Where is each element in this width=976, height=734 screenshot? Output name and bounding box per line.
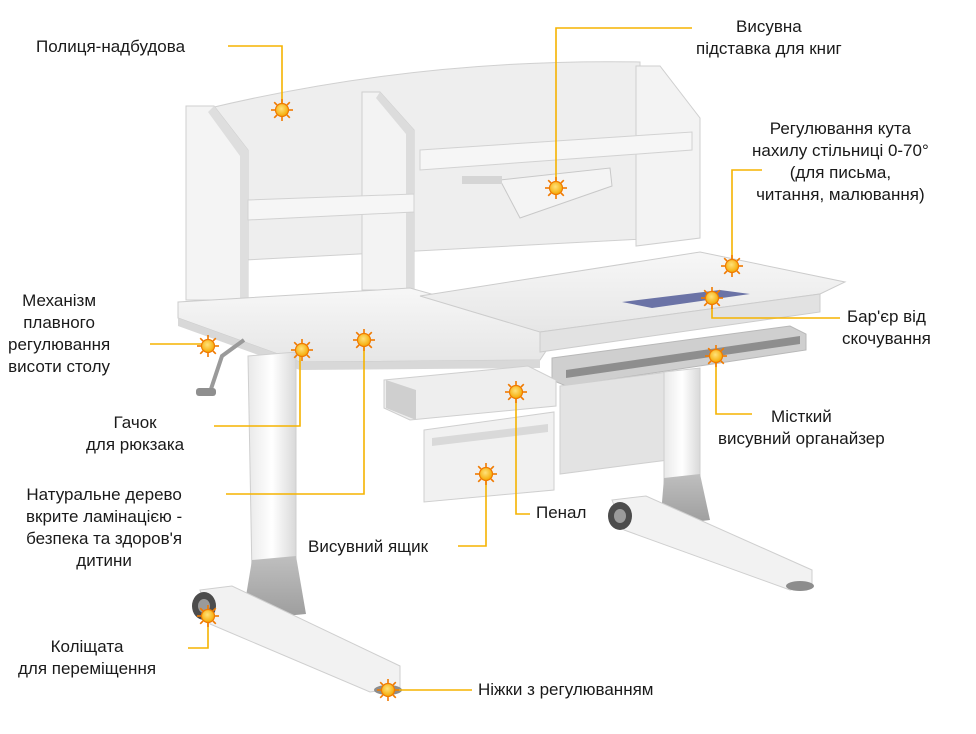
label-shelf: Полиця-надбудова [36, 37, 186, 56]
label-hook: Гачок для рюкзака [86, 413, 185, 454]
label-tilt: Регулювання кута нахилу стільниці 0-70° … [752, 119, 929, 204]
label-drawer: Висувний ящик [308, 537, 429, 556]
sun-marker-icon [290, 338, 314, 362]
label-wheels: Коліщата для переміщення [18, 637, 157, 678]
callout-line-organizer [715, 356, 752, 415]
callout-lines [150, 27, 840, 691]
callout-line-hook [214, 348, 301, 427]
label-organizer: Місткий висувний органайзер [718, 407, 885, 448]
sun-marker-icon [474, 462, 498, 486]
label-barrier: Бар'єр від скочування [842, 307, 931, 348]
callout-line-wood [226, 340, 365, 495]
sun-marker-icon [544, 176, 568, 200]
callout-line-pencil-case [515, 392, 530, 515]
label-wood: Натуральне дерево вкрите ламінацією - бе… [26, 485, 183, 570]
callout-line-shelf [228, 45, 283, 110]
label-pencil-case: Пенал [536, 503, 587, 522]
sun-marker-icon [704, 344, 728, 368]
callout-line-drawer [458, 474, 487, 547]
sun-marker-icon [196, 334, 220, 358]
label-height-mech: Механізм плавного регулювання висоти сто… [8, 291, 111, 376]
callout-line-wheels [188, 618, 209, 649]
callout-line-tilt [731, 169, 762, 264]
sun-marker-icon [196, 604, 220, 628]
sun-marker-icon [352, 328, 376, 352]
callout-line-book-stand [555, 27, 692, 186]
desk-illustration [177, 61, 847, 695]
label-book-stand: Висувна підставка для книг [696, 17, 842, 58]
sun-marker-icon [700, 286, 724, 310]
label-legs: Ніжки з регулюванням [478, 680, 654, 699]
sun-marker-icon [270, 98, 294, 122]
sun-marker-icon [720, 254, 744, 278]
sun-marker-icon [376, 678, 400, 702]
sun-marker-icon [504, 380, 528, 404]
